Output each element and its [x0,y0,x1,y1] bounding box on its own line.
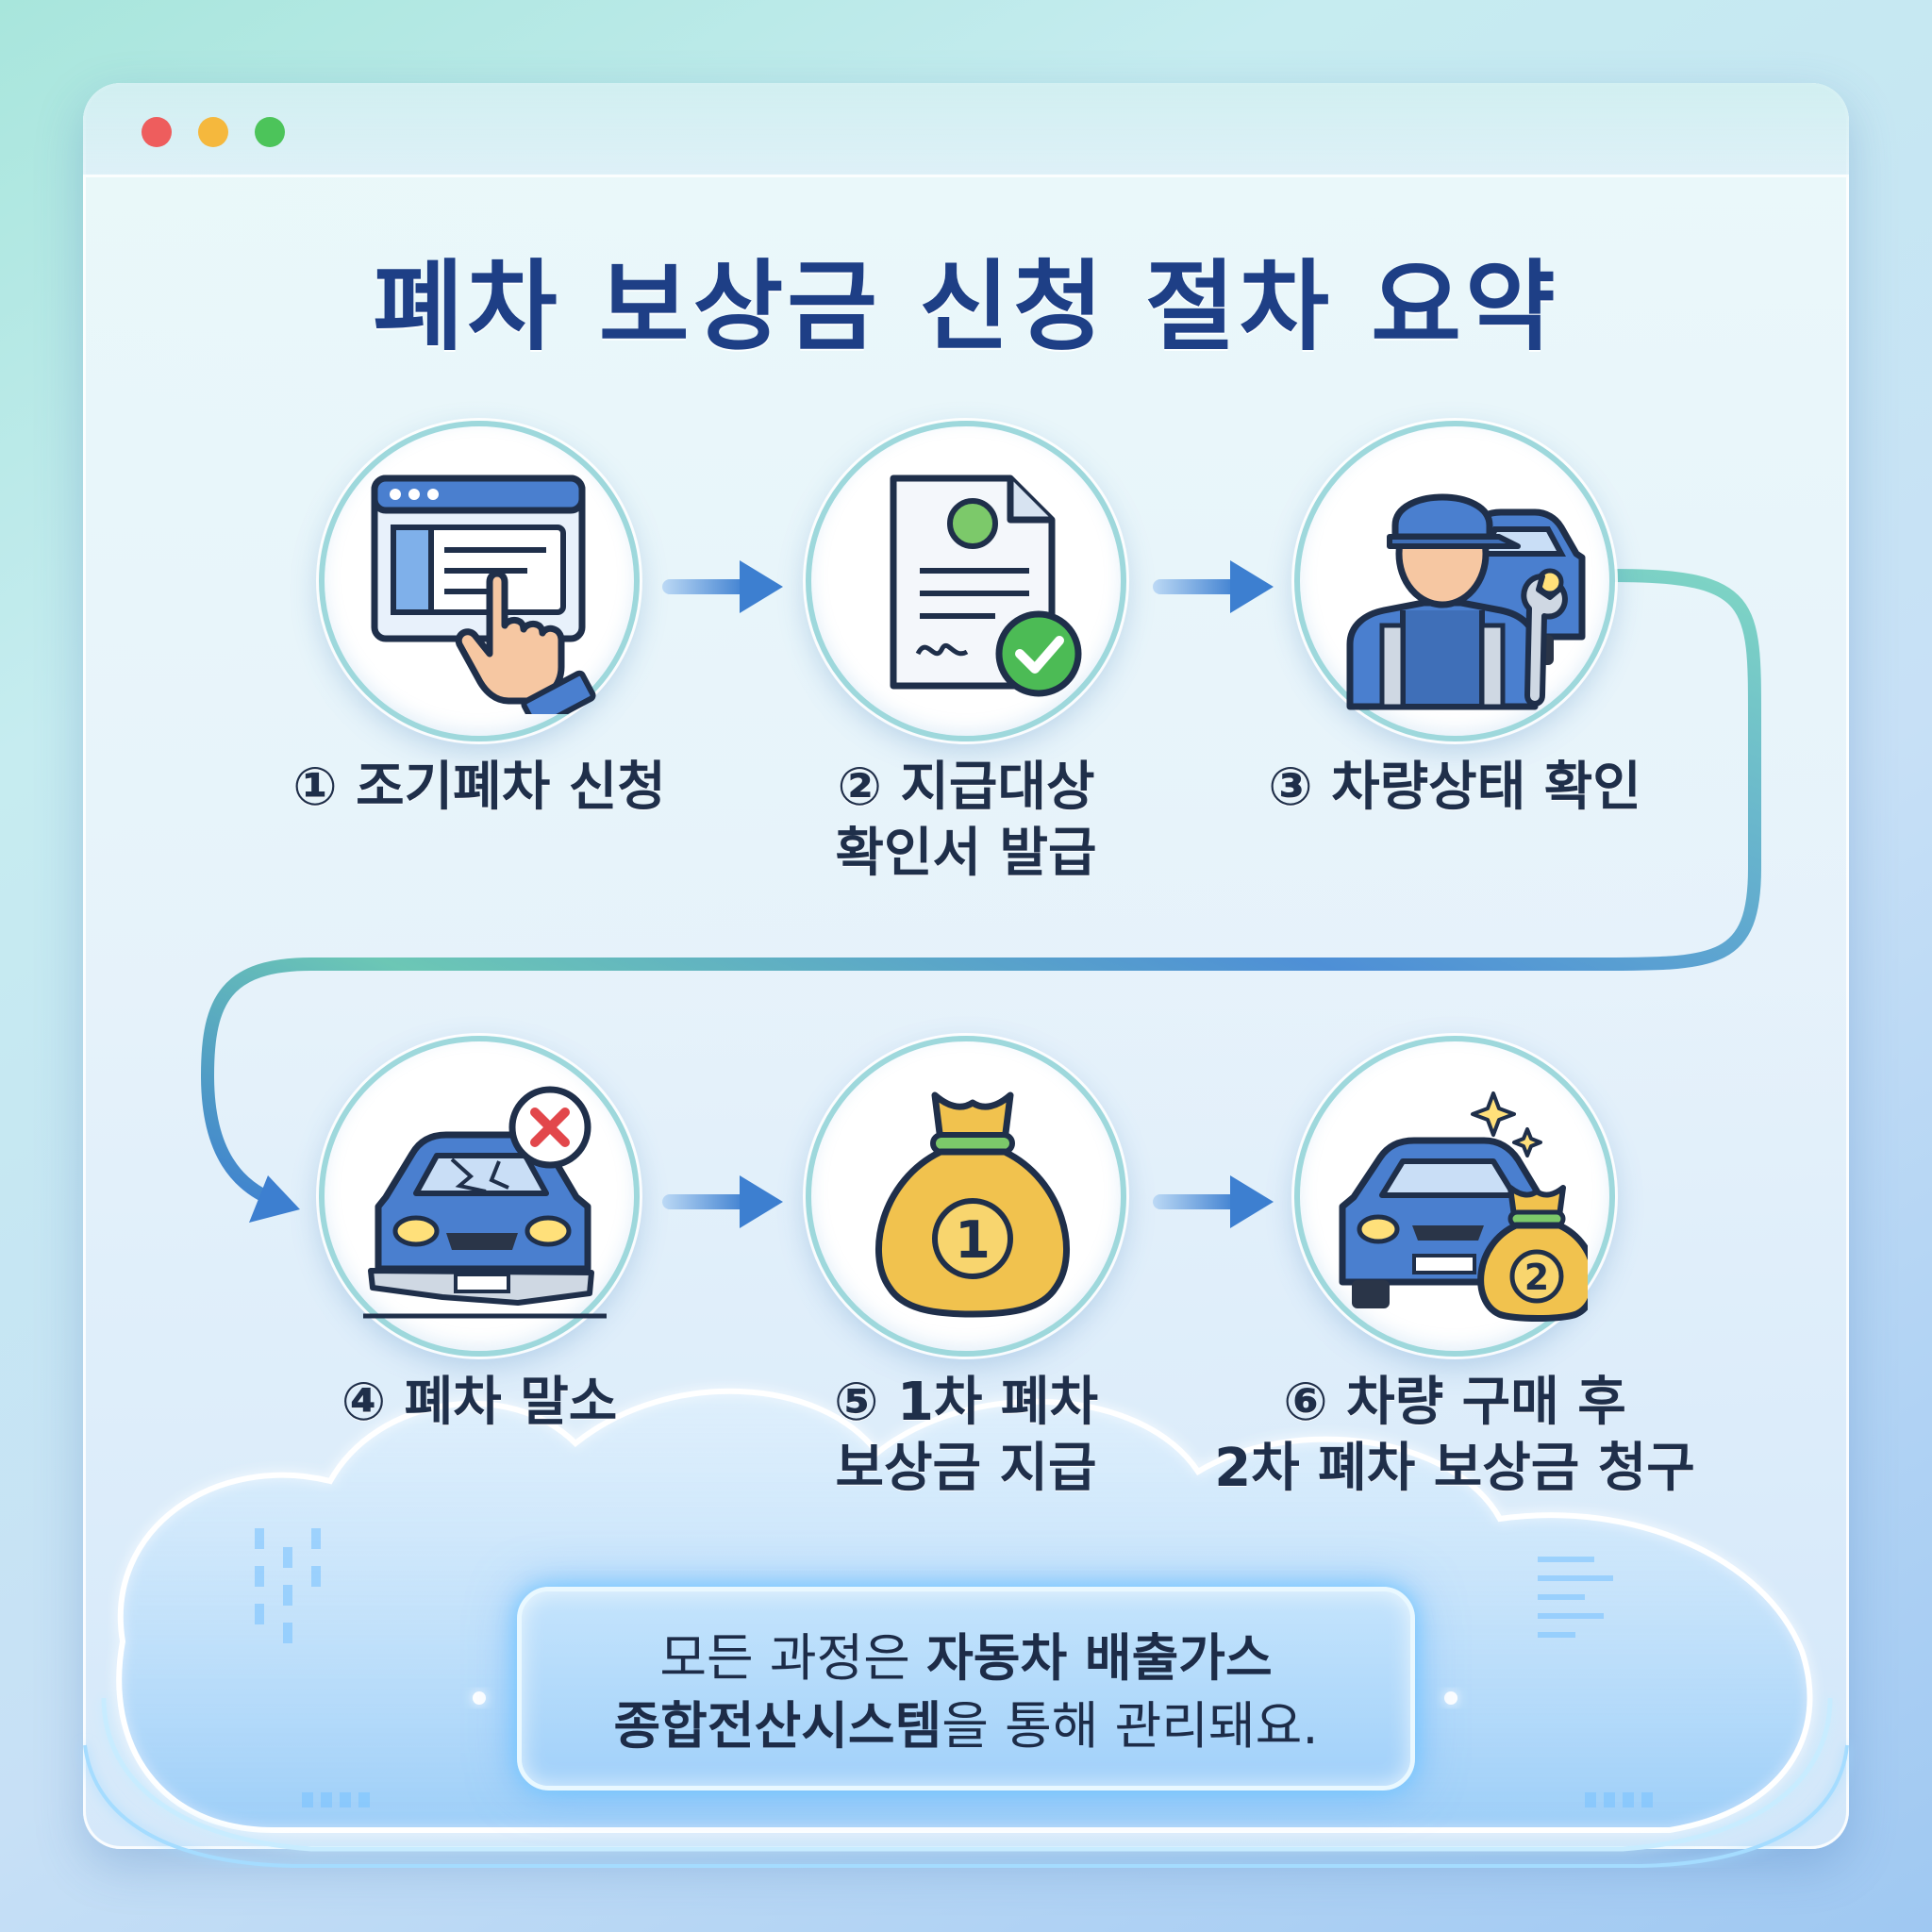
step-5-label-line2: 보상금 지급 [835,1438,1097,1499]
page-title: 폐차 보상금 신청 절차 요약 [373,249,1559,364]
step-2-label-line2: 확인서 발급 [835,823,1097,884]
step-5-label: ⑤ 1차 폐차 보상금 지급 [702,1370,1230,1502]
footer-line1-plain: 모든 과정은 [659,1628,927,1688]
svg-text:1: 1 [955,1210,991,1270]
mechanic-car-icon [1346,493,1586,710]
window-titlebar [83,83,1849,177]
step-6-label: ⑥ 차량 구매 후 2차 폐차 보상금 청구 [1191,1370,1719,1502]
step-5-label-line1: ⑤ 1차 폐차 [834,1372,1098,1433]
minimize-window-button[interactable] [198,117,228,147]
step-4-label-line1: ④ 폐차 말소 [341,1372,618,1433]
svg-text:2: 2 [1524,1257,1549,1298]
footer-line-1: 모든 과정은 자동차 배출가스 [522,1625,1410,1691]
arrow-step5-to-step6 [1153,1174,1275,1230]
maximize-window-button[interactable] [255,117,285,147]
step-2-label-line1: ② 지급대상 [837,757,1095,818]
step-3-label-line1: ③ 차량상태 확인 [1268,757,1641,818]
step-2-circle [806,421,1126,741]
arrow-step4-to-step5 [662,1174,785,1230]
browser-click-icon [371,475,596,714]
close-window-button[interactable] [142,117,172,147]
step-1-label-line1: ① 조기폐차 신청 [292,757,666,818]
money-bag-1-icon: 1 [874,1091,1071,1318]
certificate-check-icon [890,475,1082,697]
footer-line2-bold: 종합전산시스템 [613,1696,942,1756]
car-money-bag-2-icon: 2 [1339,1091,1588,1322]
footer-info-box: 모든 과정은 자동차 배출가스 종합전산시스템을 통해 관리돼요. [517,1587,1415,1790]
step-5-circle: 1 [806,1036,1126,1357]
arrow-step2-to-step3 [1153,558,1275,615]
footer-line2-plain: 을 통해 관리돼요. [941,1696,1319,1756]
step-3-label: ③ 차량상태 확인 [1191,755,1719,821]
step-2-label: ② 지급대상 확인서 발급 [702,755,1230,887]
wrecked-car-icon [363,1086,607,1319]
arrow-step1-to-step2 [662,558,785,615]
step-4-circle [319,1036,640,1357]
step-6-label-line2: 2차 폐차 보상금 청구 [1214,1438,1695,1499]
step-6-label-line1: ⑥ 차량 구매 후 [1283,1372,1626,1433]
step-1-label: ① 조기폐차 신청 [215,755,743,821]
step-1-circle [319,421,640,741]
step-6-circle: 2 [1294,1036,1615,1357]
step-4-label: ④ 폐차 말소 [215,1370,743,1436]
footer-line1-bold: 자동차 배출가스 [926,1628,1273,1688]
footer-line-2: 종합전산시스템을 통해 관리돼요. [522,1693,1410,1759]
step-3-circle [1294,421,1615,741]
